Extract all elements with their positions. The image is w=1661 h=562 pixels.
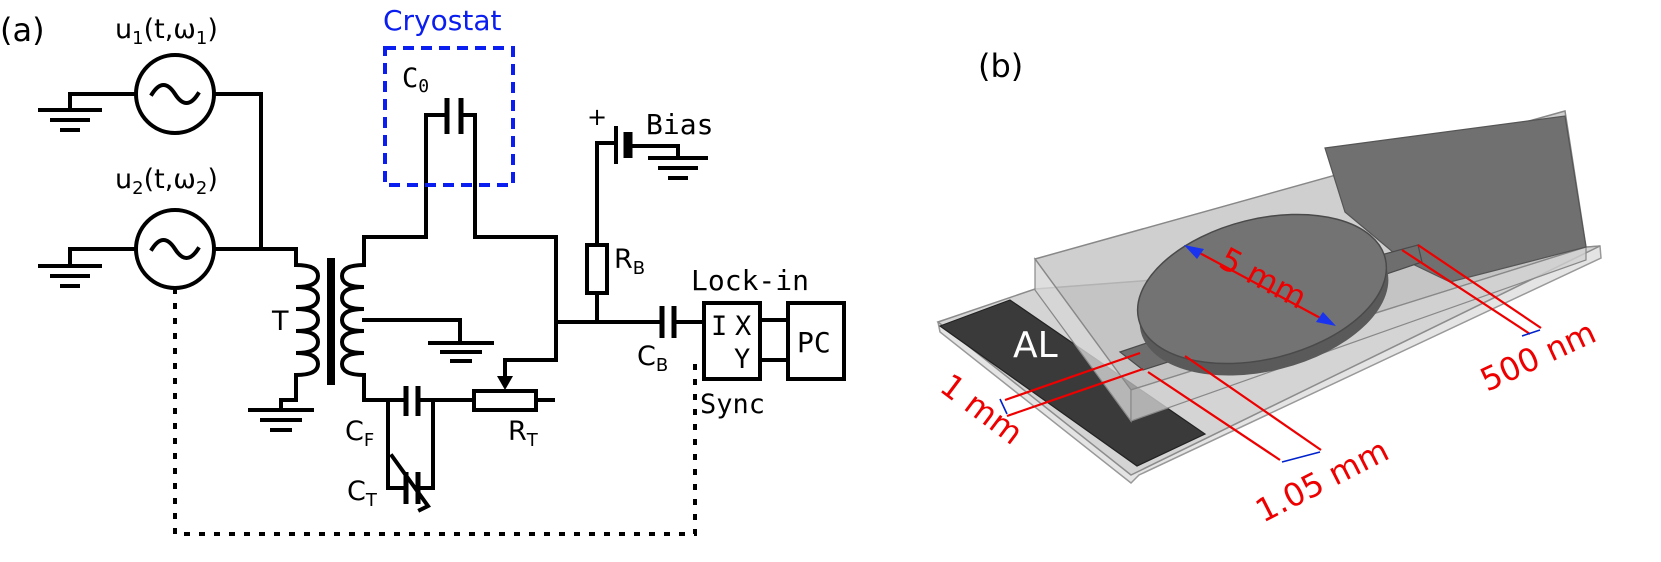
ground-icon xyxy=(38,92,138,132)
ct-variable-arrow xyxy=(389,453,431,513)
panel-b: (b) AL 5 mm 500 nm 1 mm 1. xyxy=(933,47,1602,530)
cf-label: CF xyxy=(345,416,374,451)
rb-upper-wire xyxy=(595,141,615,247)
gap-lines xyxy=(1147,355,1322,461)
source-1-label: u1(t,ω1) xyxy=(115,14,218,49)
ground-icon xyxy=(648,156,708,180)
primary-ground-wire xyxy=(279,373,298,412)
primary-coil xyxy=(293,262,321,378)
upper-block-front xyxy=(1130,246,1587,422)
cryostat-box xyxy=(383,46,515,187)
width-arrow xyxy=(999,398,1008,415)
panel-b-label: (b) xyxy=(978,47,1023,85)
width-lines xyxy=(1004,351,1144,418)
diameter-arrow-end-icon xyxy=(1316,312,1336,326)
wire-from-c0-right xyxy=(461,113,558,325)
rt-wiper-wire xyxy=(503,321,558,382)
lockin-box xyxy=(702,301,762,381)
sync-label: Sync xyxy=(700,389,765,420)
rt-wiper-arrow-icon xyxy=(497,376,513,390)
ac-source-2: u2(t,ω2) xyxy=(38,164,218,290)
wire-to-c0-left xyxy=(362,113,447,247)
bias-label: Bias xyxy=(646,108,713,141)
ac-source-1: u1(t,ω1) xyxy=(38,14,218,135)
lockin-pc-wires xyxy=(758,318,790,362)
al-electrode-left xyxy=(938,299,1207,467)
rb-label: RB xyxy=(614,244,645,279)
rt-label: RT xyxy=(508,416,539,451)
center-tap-wire xyxy=(362,318,462,345)
lockin-i: I xyxy=(711,311,727,342)
sine-icon xyxy=(149,83,201,105)
lockin-amplifier: I X Y Lock-in PC Sync xyxy=(691,264,846,420)
sine-icon xyxy=(149,238,201,260)
gap-arrow xyxy=(1281,451,1321,463)
source-wires xyxy=(212,92,298,267)
lockin-x: X xyxy=(735,311,751,342)
ground-icon xyxy=(428,341,494,363)
secondary-coil xyxy=(339,243,366,402)
panel-a: (a) u1(t,ω1) u2(t,ω2) T xyxy=(0,4,846,536)
thickness-arrow xyxy=(1521,329,1541,337)
diameter-arrow-start-icon xyxy=(1184,245,1204,259)
thickness-lines xyxy=(1401,244,1542,335)
c0-label: C0 xyxy=(402,63,429,97)
cb-label: CB xyxy=(637,341,668,376)
al-label: AL xyxy=(1013,325,1058,366)
bias-plus: + xyxy=(587,103,607,131)
ct-label: CT xyxy=(347,476,378,511)
gap-label: 1.05 mm xyxy=(1249,431,1394,530)
bias-battery: + Bias RB xyxy=(585,103,713,324)
ground-icon xyxy=(38,247,138,288)
transformer: T xyxy=(248,243,366,432)
lockin-label: Lock-in xyxy=(691,264,809,297)
ct-parallel-wires xyxy=(386,398,435,490)
battery-ground-wire xyxy=(630,144,680,158)
rb-resistor xyxy=(585,243,609,295)
lockin-y: Y xyxy=(734,344,750,375)
sync-reference-line xyxy=(173,288,704,536)
source-2-label: u2(t,ω2) xyxy=(115,164,218,199)
pc-box xyxy=(786,301,846,381)
panel-a-label: (a) xyxy=(0,11,45,49)
cryostat-label: Cryostat xyxy=(383,4,501,37)
rt-resistor xyxy=(472,389,538,412)
transformer-label: T xyxy=(271,306,289,337)
diameter-line xyxy=(1195,250,1325,321)
pc-label: PC xyxy=(797,326,831,359)
ground-icon xyxy=(248,408,314,432)
